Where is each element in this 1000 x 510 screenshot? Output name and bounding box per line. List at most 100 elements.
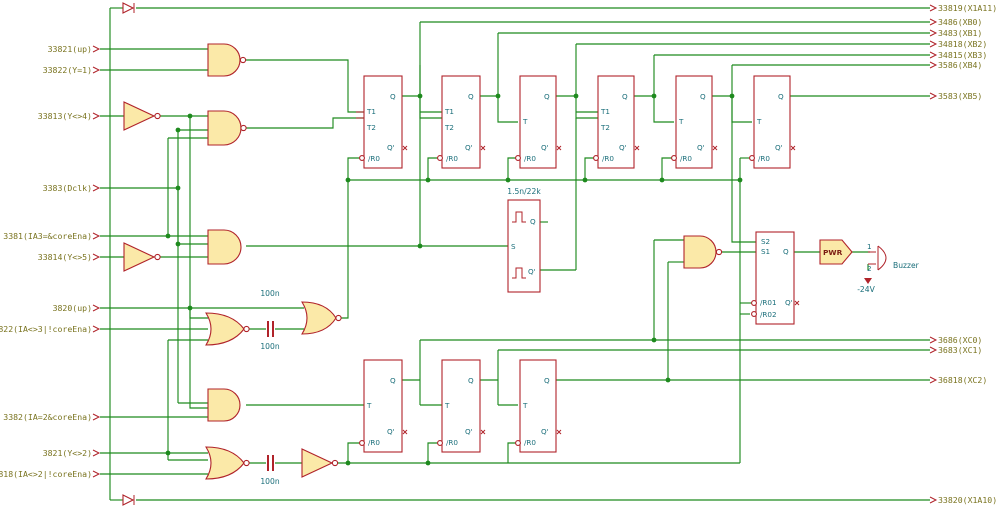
svg-text:33821(up): 33821(up): [48, 44, 92, 54]
svg-text:/R0: /R0: [368, 438, 380, 447]
neg-supply-icon: [864, 278, 872, 284]
and-gate-4: [207, 388, 241, 422]
output-33820: 33820(X1A10): [929, 495, 997, 505]
input-labels: 33821(up) 33822(Y=1) 33813(Y<>4) 3383(Dc…: [0, 44, 101, 479]
svg-text:/R0: /R0: [446, 154, 458, 163]
svg-text:3382(IA=2&coreEna): 3382(IA=2&coreEna): [3, 412, 92, 422]
svg-text:/R0: /R0: [524, 154, 536, 163]
svg-text:/R0: /R0: [758, 154, 770, 163]
neg24-label: -24V: [857, 285, 875, 294]
svg-text:Q: Q: [468, 376, 474, 385]
ff-top-5: T Q Q' /R0: [671, 75, 718, 169]
svg-text:T: T: [444, 401, 450, 410]
svg-text:Q: Q: [783, 247, 789, 256]
and-gate-2: [207, 110, 247, 146]
svg-text:33814(Y<>5): 33814(Y<>5): [38, 252, 92, 262]
svg-text:3818(IA<>2|!coreEna): 3818(IA<>2|!coreEna): [0, 469, 92, 479]
svg-text:S2: S2: [761, 237, 770, 246]
svg-text:Q': Q': [541, 143, 549, 152]
svg-text:3683(XC1): 3683(XC1): [938, 345, 982, 355]
svg-text:Q: Q: [622, 92, 628, 101]
cap-label-1: 100n: [260, 289, 279, 298]
svg-text:33819(X1A11): 33819(X1A11): [938, 3, 997, 13]
one-shot: Q S Q': [507, 199, 541, 293]
pwr-driver: PWR: [819, 239, 853, 265]
input-3822: 3822(IA<>3|!coreEna): [0, 324, 101, 334]
output-labels: 33819(X1A11) 3486(XB0) 3483(XB1) 34818(X…: [929, 3, 997, 505]
svg-text:Q': Q': [465, 427, 473, 436]
svg-text:3586(XB4): 3586(XB4): [938, 60, 982, 70]
input-33821: 33821(up): [48, 44, 101, 54]
svg-text:3820(up): 3820(up): [53, 303, 92, 313]
svg-text:/R01: /R01: [760, 298, 777, 307]
output-3683: 3683(XC1): [929, 345, 982, 355]
capacitor-1: [267, 321, 274, 337]
svg-text:Q': Q': [541, 427, 549, 436]
svg-text:T: T: [366, 401, 372, 410]
ff-top-3: T Q Q' /R0: [515, 75, 562, 169]
svg-text:33822(Y=1): 33822(Y=1): [43, 65, 92, 75]
svg-text:1: 1: [867, 242, 872, 251]
svg-text:Q: Q: [544, 92, 550, 101]
svg-text:3383(Dclk): 3383(Dclk): [43, 183, 92, 193]
not-gate-33814: [123, 242, 161, 272]
cap-label-2: 100n: [260, 342, 279, 351]
cap-label-3: 100n: [260, 477, 279, 486]
svg-text:34815(XB3): 34815(XB3): [938, 50, 987, 60]
svg-text:Q': Q': [785, 298, 793, 307]
svg-text:T1: T1: [600, 107, 610, 116]
svg-text:T: T: [678, 117, 684, 126]
svg-text:T: T: [522, 401, 528, 410]
ff-bottom-2: T Q Q' /R0: [437, 359, 486, 453]
svg-text:T: T: [522, 117, 528, 126]
svg-text:Q': Q': [528, 267, 536, 276]
svg-text:S: S: [511, 242, 516, 251]
svg-text:Q': Q': [387, 143, 395, 152]
diode-bottom: [122, 494, 135, 506]
svg-text:PWR: PWR: [823, 248, 843, 257]
svg-text:/R0: /R0: [602, 154, 614, 163]
svg-text:/R0: /R0: [680, 154, 692, 163]
svg-text:Q': Q': [775, 143, 783, 152]
one-shot-value: 1.5n/22k: [507, 187, 541, 196]
ff-top-4: T1 T2 Q Q' /R0: [593, 75, 640, 169]
svg-text:3381(IA3=&coreEna): 3381(IA3=&coreEna): [3, 231, 92, 241]
input-3381: 3381(IA3=&coreEna): [3, 231, 101, 241]
ff-bottom-3: T Q Q' /R0: [515, 359, 562, 453]
output-34815: 34815(XB3): [929, 50, 987, 60]
svg-text:3686(XC0): 3686(XC0): [938, 335, 982, 345]
svg-text:36818(XC2): 36818(XC2): [938, 375, 987, 385]
svg-text:T: T: [756, 117, 762, 126]
output-3686: 3686(XC0): [929, 335, 982, 345]
input-3818: 3818(IA<>2|!coreEna): [0, 469, 101, 479]
ff-bottom-1: T Q Q' /R0: [359, 359, 408, 453]
svg-text:Q: Q: [778, 92, 784, 101]
svg-text:Q: Q: [700, 92, 706, 101]
wires: [100, 7, 930, 501]
not-gate-33813: [123, 101, 161, 131]
and-gate-3: [207, 229, 242, 265]
ff-top-2: T1 T2 Q Q' /R0: [437, 75, 486, 169]
svg-text:T1: T1: [366, 107, 376, 116]
or-gate-3: [205, 446, 250, 480]
input-3820: 3820(up): [53, 303, 101, 313]
input-33822: 33822(Y=1): [43, 65, 101, 75]
output-3583: 3583(XB5): [929, 91, 982, 101]
svg-text:T1: T1: [444, 107, 454, 116]
and-gate-5: [683, 235, 723, 269]
svg-text:Q: Q: [530, 217, 536, 226]
output-33819: 33819(X1A11): [929, 3, 997, 13]
or-gate-1: [205, 312, 250, 346]
output-3483: 3483(XB1): [929, 28, 982, 38]
input-3382: 3382(IA=2&coreEna): [3, 412, 101, 422]
input-3383: 3383(Dclk): [43, 183, 101, 193]
svg-text:33820(X1A10): 33820(X1A10): [938, 495, 997, 505]
svg-text:Q': Q': [387, 427, 395, 436]
output-3586: 3586(XB4): [929, 60, 982, 70]
diode-top: [122, 2, 135, 14]
and-gate-1: [207, 43, 247, 77]
svg-text:/R0: /R0: [524, 438, 536, 447]
svg-text:3821(Y<>2): 3821(Y<>2): [43, 448, 92, 458]
svg-text:Q': Q': [465, 143, 473, 152]
